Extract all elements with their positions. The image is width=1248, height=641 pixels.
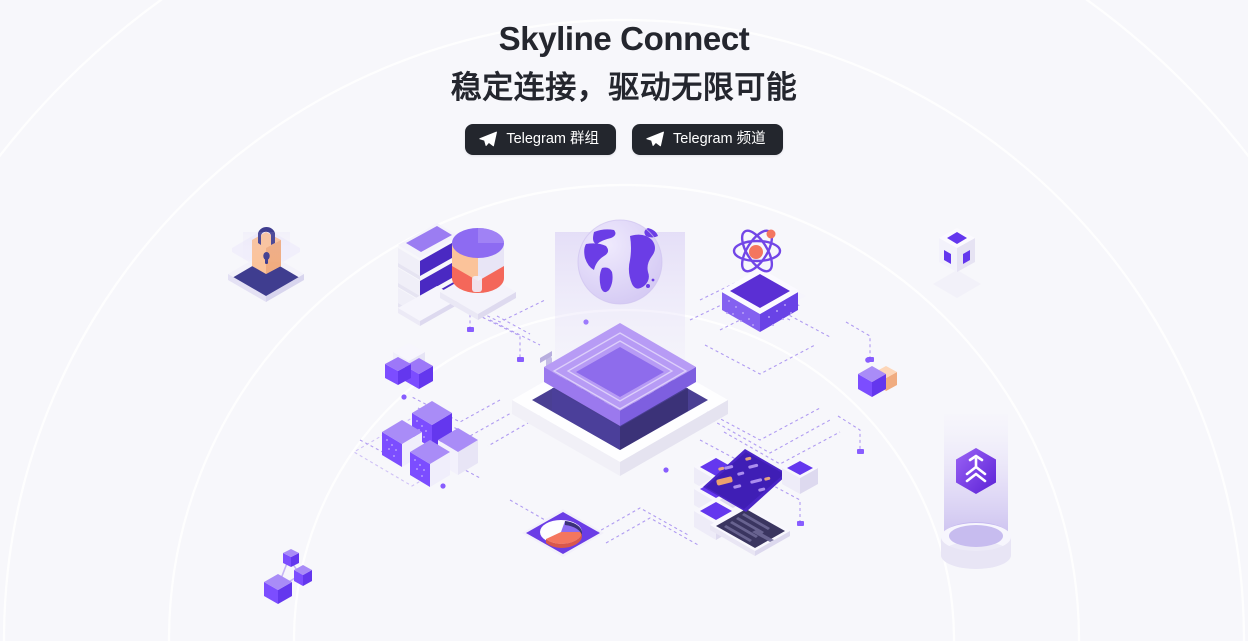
- orange-purple-cube-pair: [858, 366, 897, 397]
- telegram-channel-button-label: Telegram 频道: [673, 131, 766, 147]
- telegram-group-button[interactable]: Telegram 群组: [465, 124, 616, 155]
- hero-button-group: Telegram 群组 Telegram 频道: [0, 124, 1248, 155]
- padlock-platform: [228, 226, 304, 302]
- cube-quad-platform: [352, 401, 478, 487]
- laptop-server-cluster: [694, 449, 818, 556]
- page-title: Skyline Connect: [498, 20, 750, 57]
- cube-trio-small: [385, 343, 433, 389]
- telegram-group-button-label: Telegram 群组: [506, 131, 599, 147]
- globe-chip-platform: [512, 219, 728, 476]
- telegram-channel-button[interactable]: Telegram 频道: [632, 124, 783, 155]
- page-subtitle: 稳定连接，驱动无限可能: [450, 70, 798, 105]
- server-rack: [398, 223, 459, 326]
- telegram-plane-icon: [646, 131, 664, 147]
- hero-header: Skyline Connect 稳定连接，驱动无限可能 Telegram 群组 …: [0, 0, 1248, 155]
- atom-platform: [714, 229, 806, 332]
- node-network-cubes: [264, 549, 312, 604]
- logo-cylinder: [941, 414, 1011, 569]
- white-cube-top-right: [933, 228, 981, 298]
- pie-chart-diamond: [522, 509, 604, 557]
- telegram-plane-icon: [479, 131, 498, 147]
